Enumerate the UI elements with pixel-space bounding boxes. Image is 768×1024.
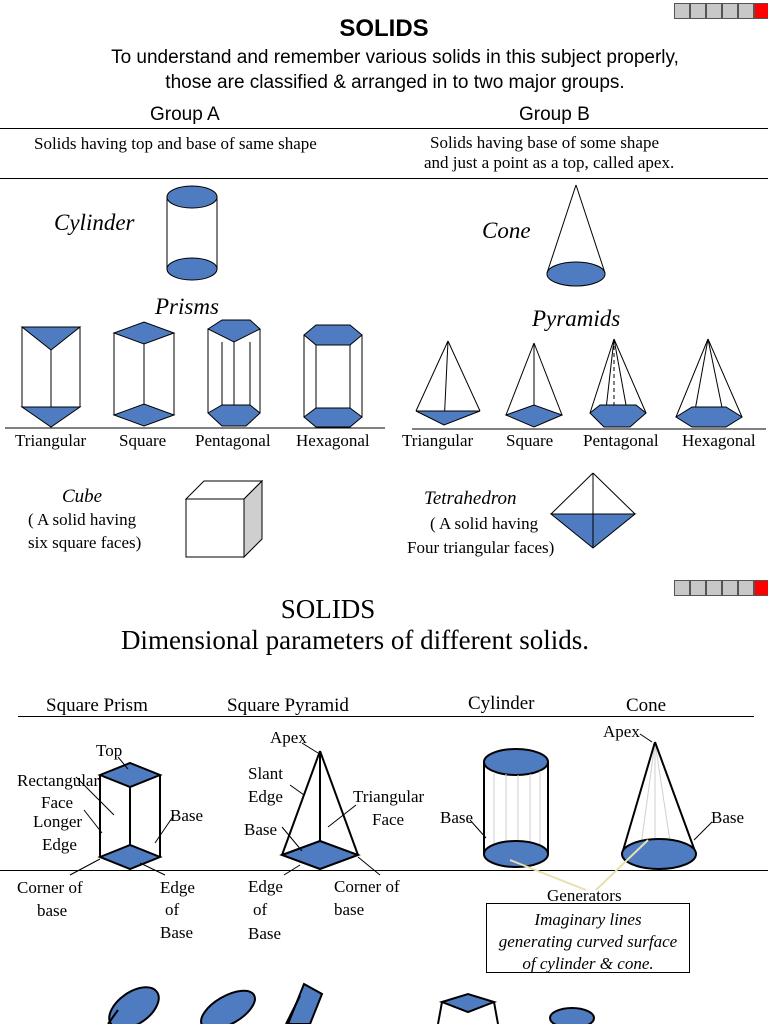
cube-note-line2: six square faces)	[28, 533, 142, 552]
prism-rect-face-label-2: Face	[41, 793, 74, 812]
prism-longer-edge-label-1: Longer	[33, 812, 83, 831]
first-slide-icon[interactable]	[690, 580, 706, 596]
header-cylinder: Cylinder	[468, 693, 535, 714]
tetrahedron-label: Tetrahedron	[424, 488, 517, 509]
slide2-cylinder-drawing	[469, 748, 549, 868]
imaginary-lines-note: Imaginary lines generating curved surfac…	[486, 903, 690, 973]
pyramid-tri-face-label-1: Triangular	[353, 787, 425, 806]
slide2-title: SOLIDS	[280, 594, 376, 624]
slide1-title: SOLIDS	[339, 15, 429, 42]
prism-type-square: Square	[119, 431, 167, 450]
slide1-intro-line1: To understand and remember various solid…	[111, 47, 679, 68]
prisms-drawing	[5, 319, 385, 429]
group-b-heading: Group B	[519, 104, 590, 125]
pyramid-base-label: Base	[244, 820, 278, 839]
slide2-base-rule	[0, 870, 768, 871]
cone-apex-label: Apex	[603, 722, 640, 741]
group-b-description-line1: Solids having base of some shape	[430, 133, 659, 152]
pyramid-corner-label-2: base	[334, 900, 365, 919]
last-slide-icon[interactable]	[738, 580, 754, 596]
prism-base-label: Base	[170, 806, 204, 825]
tetrahedron-note-line1: ( A solid having	[430, 514, 539, 533]
cut-off-solids-row	[107, 982, 595, 1024]
pyramid-apex-label: Apex	[270, 728, 307, 747]
previous-slide-icon[interactable]	[706, 3, 722, 19]
group-header-rule	[0, 128, 768, 129]
cylinder-base-label: Base	[440, 808, 474, 827]
generator-pointers	[509, 839, 649, 891]
pyramid-type-triangular: Triangular	[402, 431, 474, 450]
pyramid-corner-label-1: Corner of	[334, 877, 400, 896]
previous-slide-icon[interactable]	[706, 580, 722, 596]
last-slide-icon[interactable]	[738, 3, 754, 19]
home-icon[interactable]	[674, 580, 690, 596]
square-pyramid-drawing	[279, 742, 381, 876]
pyramid-type-pentagonal: Pentagonal	[583, 431, 659, 450]
pyramids-label: Pyramids	[532, 306, 621, 331]
prism-edge-label-1: Edge	[160, 878, 195, 897]
pyramid-edge-label-1: Edge	[248, 877, 283, 896]
pyramids-drawing	[412, 338, 766, 430]
tetrahedron-drawing	[549, 472, 637, 549]
cone-label: Cone	[482, 218, 531, 243]
prism-rect-face-label-1: Rectangular	[17, 771, 100, 790]
prism-corner-label-1: Corner of	[17, 878, 83, 897]
note-line3: of cylinder & cone.	[522, 954, 654, 973]
prism-corner-label-2: base	[37, 901, 68, 920]
first-slide-icon[interactable]	[690, 3, 706, 19]
prisms-label: Prisms	[155, 294, 219, 319]
next-slide-icon[interactable]	[722, 580, 738, 596]
prism-edge-label-2: of	[165, 900, 180, 919]
note-line1: Imaginary lines	[534, 910, 642, 929]
cone-base-label: Base	[711, 808, 745, 827]
group-a-description: Solids having top and base of same shape	[34, 134, 317, 153]
slide1-intro-line2: those are classified & arranged in to tw…	[165, 72, 625, 93]
close-icon[interactable]	[754, 3, 768, 19]
cone-drawing	[546, 184, 606, 287]
cube-label: Cube	[62, 486, 103, 507]
next-slide-icon[interactable]	[722, 3, 738, 19]
header-square-pyramid: Square Pyramid	[227, 695, 349, 716]
slide2-subtitle: Dimensional parameters of different soli…	[120, 625, 590, 655]
cube-drawing	[184, 479, 264, 559]
home-icon[interactable]	[674, 3, 690, 19]
slide2-nav-bar	[674, 580, 768, 596]
slide-nav-bar	[674, 3, 768, 19]
cube-note-line1: ( A solid having	[28, 510, 137, 529]
prism-type-pentagonal: Pentagonal	[195, 431, 271, 450]
prism-top-label: Top	[96, 741, 123, 760]
prism-edge-label-3: Base	[160, 923, 194, 942]
group-a-heading: Group A	[150, 104, 220, 125]
note-line2: generating curved surface	[498, 932, 678, 951]
tetrahedron-note-line2: Four triangular faces)	[407, 538, 555, 557]
pyramid-tri-face-label-2: Face	[372, 810, 405, 829]
header-cone: Cone	[626, 695, 667, 716]
square-prism-drawing	[69, 756, 175, 876]
close-icon[interactable]	[754, 580, 768, 596]
pyramid-edge-label-3: Base	[248, 924, 282, 943]
slide2-header-rule	[18, 716, 754, 717]
pyramid-type-square: Square	[506, 431, 554, 450]
prism-longer-edge-label-2: Edge	[42, 835, 77, 854]
pyramid-slant-label-1: Slant	[248, 764, 283, 783]
cylinder-label: Cylinder	[54, 210, 135, 235]
generators-label: Generators	[547, 886, 622, 905]
group-b-description-line2: and just a point as a top, called apex.	[424, 153, 675, 172]
pyramid-slant-label-2: Edge	[248, 787, 283, 806]
pyramid-type-hexagonal: Hexagonal	[682, 431, 756, 450]
pyramid-edge-label-2: of	[253, 900, 268, 919]
cylinder-drawing	[166, 185, 218, 281]
group-description-rule	[0, 178, 768, 179]
prism-type-hexagonal: Hexagonal	[296, 431, 370, 450]
header-square-prism: Square Prism	[46, 695, 148, 716]
prism-type-triangular: Triangular	[15, 431, 87, 450]
